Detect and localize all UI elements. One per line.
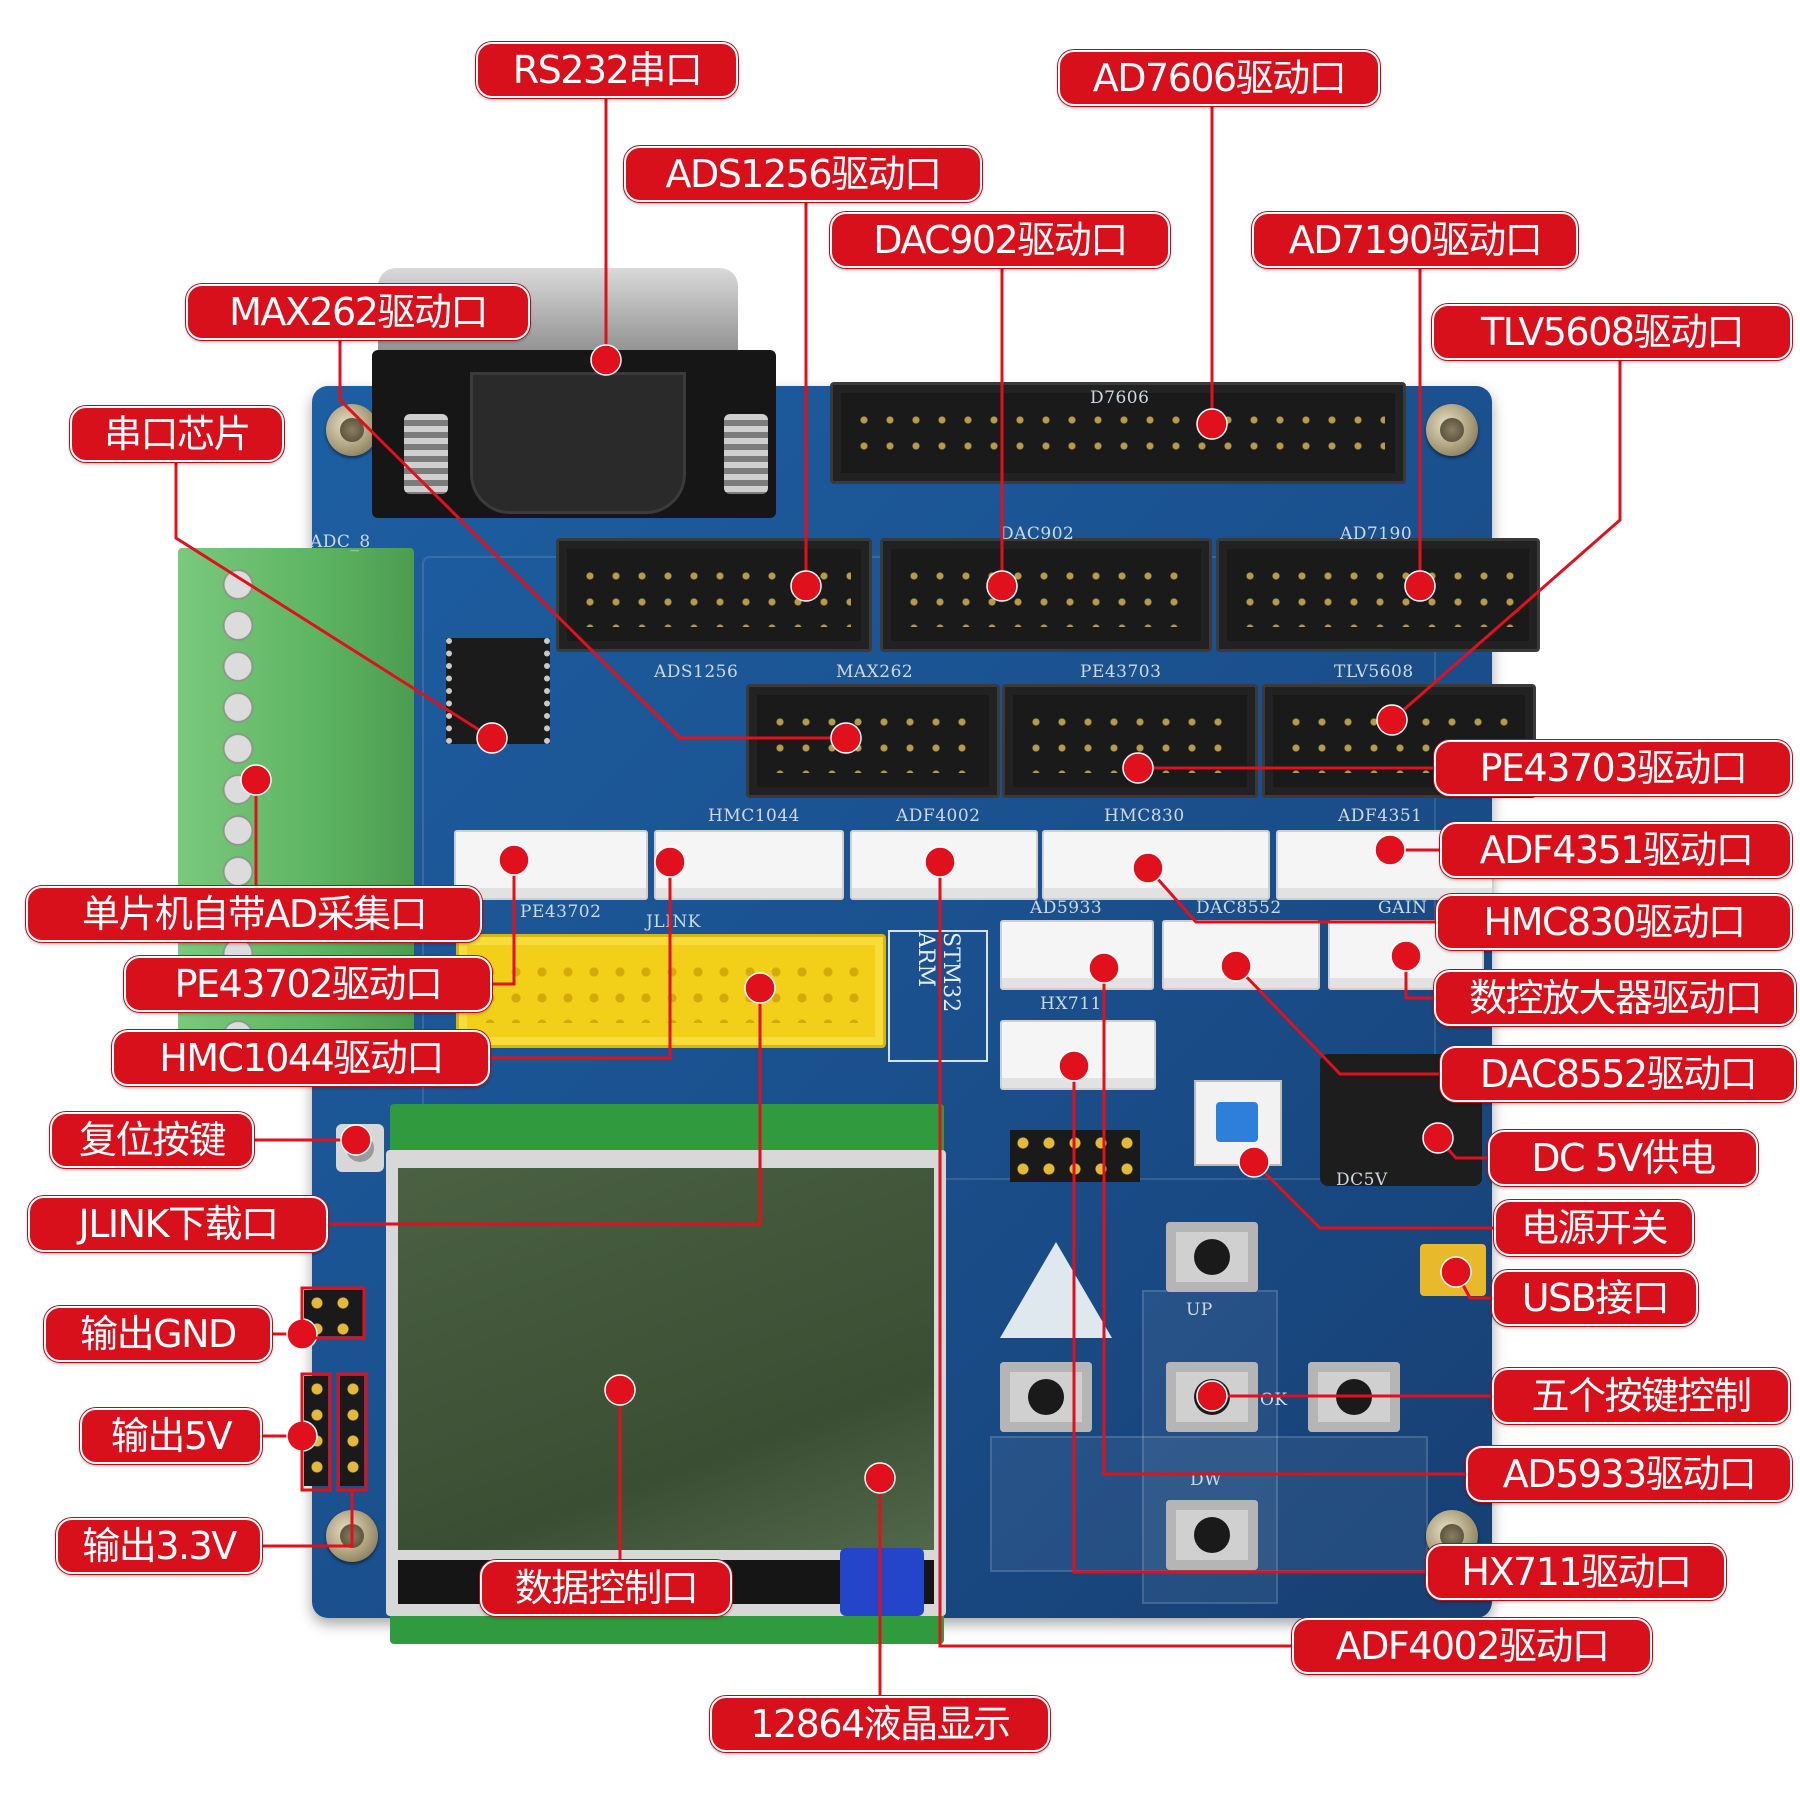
silk-ad5933: AD5933 (1030, 898, 1103, 918)
silk-ad7606: D7606 (1090, 388, 1150, 408)
silk-hmc830: HMC830 (1104, 806, 1185, 826)
esd-warning-icon (1000, 1242, 1112, 1338)
callout-out-5v: 输出5V (80, 1408, 262, 1464)
power-switch[interactable] (1194, 1080, 1282, 1166)
mount-screw (326, 1510, 378, 1562)
5v-pins (304, 1376, 328, 1486)
mount-screw (1426, 404, 1478, 456)
silk-up: UP (1186, 1300, 1213, 1320)
callout-dc5v: DC 5V供电 (1488, 1130, 1758, 1186)
adf4002-connector (850, 830, 1038, 900)
mount-screw (326, 404, 378, 456)
reset-button[interactable] (336, 1124, 384, 1172)
silk-ad7190: AD7190 (1340, 524, 1413, 544)
silk-adf4351: ADF4351 (1338, 806, 1423, 826)
hx711-connector (1000, 1020, 1156, 1090)
ad7190-header (1216, 538, 1540, 652)
stm32-label: STM32 ARM (888, 930, 988, 1062)
rs232-connector-face (470, 372, 686, 514)
callout-dac8552: DAC8552驱动口 (1440, 1046, 1796, 1102)
callout-usb: USB接口 (1492, 1270, 1698, 1326)
ads1256-header (556, 538, 872, 652)
silk-hx711: HX711 (1040, 994, 1102, 1014)
callout-ads1256: ADS1256驱动口 (624, 146, 982, 202)
jlink-header (456, 934, 886, 1048)
pe43702-connector (454, 830, 648, 900)
dac8552-connector (1162, 920, 1320, 990)
silk-adf4002: ADF4002 (896, 806, 981, 826)
connector-screw (404, 414, 448, 494)
key-right-button[interactable] (1308, 1362, 1400, 1432)
key-up-button[interactable] (1166, 1222, 1258, 1292)
callout-hmc1044: HMC1044驱动口 (112, 1030, 490, 1086)
hmc1044-connector (654, 830, 844, 900)
callout-max262: MAX262驱动口 (186, 284, 530, 340)
silk-dac8552: DAC8552 (1196, 898, 1282, 918)
pin-header (1010, 1130, 1140, 1182)
callout-out-3v3: 输出3.3V (56, 1518, 262, 1574)
callout-mcu-ad: 单片机自带AD采集口 (26, 886, 482, 942)
lcd-screen (398, 1168, 934, 1550)
callout-pe43703: PE43703驱动口 (1434, 740, 1792, 796)
callout-ad5933: AD5933驱动口 (1466, 1446, 1792, 1502)
gnd-pins (304, 1290, 364, 1336)
3v3-pins (340, 1376, 364, 1486)
callout-out-gnd: 输出GND (44, 1306, 272, 1362)
callout-power-switch: 电源开关 (1494, 1200, 1694, 1256)
contrast-potentiometer (840, 1548, 924, 1616)
callout-adf4351: ADF4351驱动口 (1440, 822, 1792, 878)
silk-dw: DW (1190, 1470, 1223, 1490)
callout-jlink: JLINK下载口 (28, 1196, 328, 1252)
silk-ads1256: ADS1256 (654, 662, 739, 682)
key-ok-button[interactable] (1166, 1362, 1258, 1432)
callout-five-keys: 五个按键控制 (1492, 1368, 1790, 1424)
callout-ad7606: AD7606驱动口 (1058, 50, 1380, 106)
pe43703-header (1002, 684, 1258, 798)
callout-ad7190: AD7190驱动口 (1252, 212, 1578, 268)
silk-adc: ADC_8 (310, 532, 371, 552)
silk-gain: GAIN (1378, 898, 1428, 918)
silk-max262: MAX262 (836, 662, 914, 682)
usb-port (1420, 1244, 1486, 1296)
silk-dc5v: DC5V (1336, 1170, 1388, 1190)
silk-pe43702: PE43702 (520, 902, 602, 922)
callout-hx711: HX711驱动口 (1426, 1544, 1726, 1600)
callout-data-ctrl: 数据控制口 (480, 1560, 732, 1616)
callout-tlv5608: TLV5608驱动口 (1432, 304, 1792, 360)
callout-reset-key: 复位按键 (50, 1112, 254, 1168)
connector-screw (724, 414, 768, 494)
callout-lcd12864: 12864液晶显示 (710, 1696, 1050, 1752)
serial-chip-ic (446, 638, 550, 744)
callout-rs232: RS232串口 (476, 42, 738, 98)
silk-dac902: DAC902 (1000, 524, 1075, 544)
silk-jlink: JLINK (646, 912, 701, 932)
hmc830-connector (1042, 830, 1270, 900)
dac902-header (880, 538, 1212, 652)
silk-tlv5608: TLV5608 (1334, 662, 1414, 682)
callout-serial-chip: 串口芯片 (70, 406, 284, 462)
key-down-button[interactable] (1166, 1500, 1258, 1570)
silk-ok: OK (1260, 1390, 1288, 1410)
callout-gain-amp: 数控放大器驱动口 (1434, 970, 1796, 1026)
callout-hmc830: HMC830驱动口 (1436, 894, 1792, 950)
silk-hmc1044: HMC1044 (708, 806, 801, 826)
silk-pe43703: PE43703 (1080, 662, 1162, 682)
max262-header (746, 684, 1000, 798)
key-left-button[interactable] (1000, 1362, 1092, 1432)
ad5933-connector (1000, 920, 1154, 990)
ad7606-header (830, 382, 1406, 484)
callout-dac902: DAC902驱动口 (830, 212, 1170, 268)
callout-adf4002: ADF4002驱动口 (1292, 1618, 1652, 1674)
callout-pe43702: PE43702驱动口 (124, 956, 492, 1012)
